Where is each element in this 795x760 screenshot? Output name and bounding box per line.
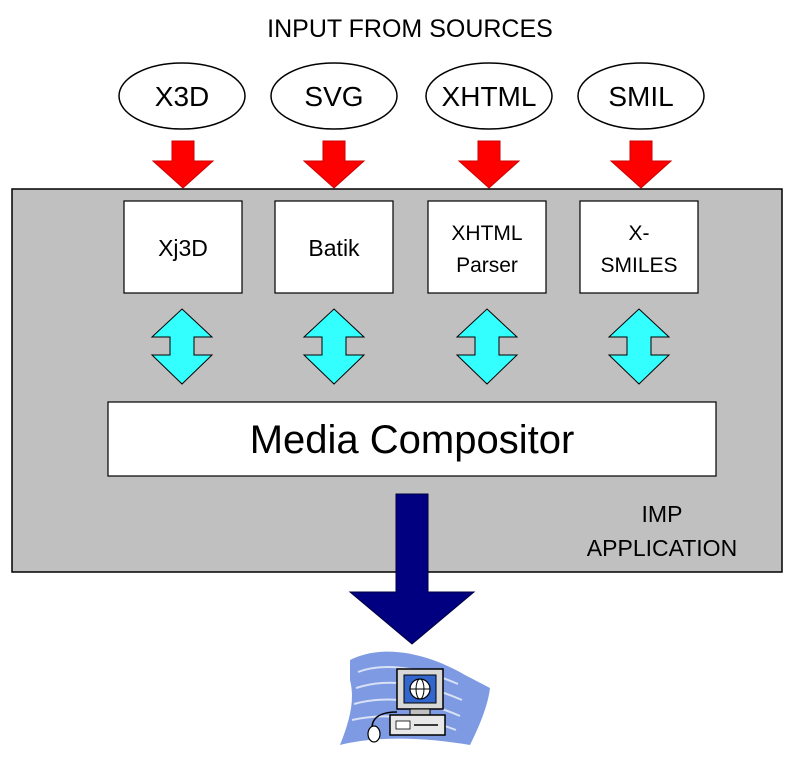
application-label-line-2: APPLICATION — [587, 535, 737, 561]
module-label: Batik — [308, 235, 360, 261]
module-xhtml-parser: XHTML Parser — [427, 200, 547, 294]
module-label-line-2: Parser — [456, 254, 518, 277]
computer-terminal-icon — [340, 651, 490, 745]
source-label: SVG — [304, 81, 363, 112]
module-label: Xj3D — [158, 235, 208, 261]
source-smil: SMIL — [577, 62, 705, 130]
source-ellipse — [577, 62, 705, 130]
source-svg: SVG — [270, 62, 398, 130]
input-arrow — [302, 140, 366, 189]
module-xj3d: Xj3D — [123, 200, 243, 294]
source-label: SMIL — [608, 81, 673, 112]
media-compositor: Media Compositor — [107, 401, 717, 477]
module-box — [579, 200, 699, 294]
source-x3d: X3D — [118, 62, 246, 130]
module-batik: Batik — [274, 200, 394, 294]
output-arrow — [348, 493, 476, 645]
bidirectional-arrow — [150, 308, 214, 385]
source-ellipse — [270, 62, 398, 130]
module-box — [123, 200, 243, 294]
source-ellipse — [425, 62, 553, 130]
bidirectional-arrow — [302, 308, 366, 385]
module-label-line-1: XHTML — [451, 222, 522, 245]
input-arrow — [609, 140, 673, 189]
application-label-line-1: IMP — [642, 501, 683, 527]
bidirectional-arrow — [607, 308, 671, 385]
module-label-line-2: SMILES — [600, 254, 677, 277]
module-box — [427, 200, 547, 294]
module-x-smiles: X- SMILES — [579, 200, 699, 294]
compositor-box — [107, 401, 717, 477]
source-ellipse — [118, 62, 246, 130]
diagram-title: INPUT FROM SOURCES — [267, 15, 553, 43]
input-arrow — [151, 140, 215, 189]
source-xhtml: XHTML — [425, 62, 553, 130]
module-box — [274, 200, 394, 294]
source-label: X3D — [155, 81, 209, 112]
source-label: XHTML — [442, 81, 537, 112]
bidirectional-arrow — [455, 308, 519, 385]
compositor-label: Media Compositor — [250, 418, 575, 462]
input-arrow — [457, 140, 521, 189]
module-label-line-1: X- — [629, 222, 650, 245]
